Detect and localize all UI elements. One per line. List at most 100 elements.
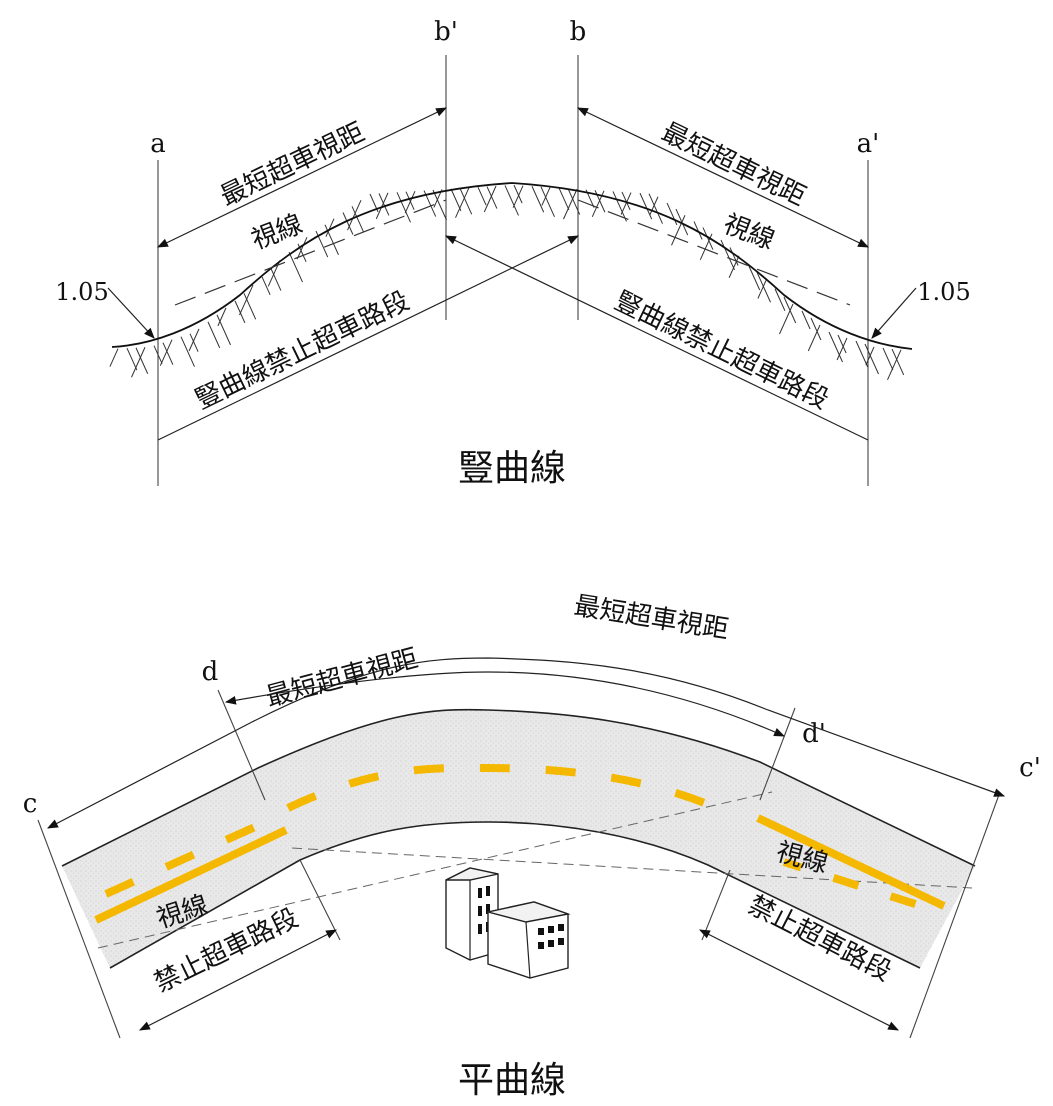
label-b: b [570, 17, 587, 47]
station-line-d-prime [759, 707, 796, 801]
sight-line-left-path-2 [291, 847, 973, 889]
hatch-mark [261, 276, 271, 296]
hatch-mark [836, 337, 848, 361]
sight-distance-arc-inner [224, 671, 786, 737]
hatch-mark [720, 239, 735, 271]
hatch-mark [801, 310, 811, 330]
hatch-mark [216, 314, 231, 346]
hatch-mark [756, 272, 771, 303]
ground-profile [111, 182, 913, 350]
hatch-mark [404, 190, 416, 214]
label-d-prime: d' [802, 719, 826, 749]
sight-distance-label-outer: 最短超車視距 [572, 591, 731, 645]
hatch-mark [828, 331, 843, 363]
hatch-mark [455, 187, 470, 218]
hatch-mark [512, 185, 524, 208]
hatch-mark [531, 186, 545, 213]
hatch-mark [207, 321, 221, 349]
hatch-mark [126, 348, 138, 371]
hatch-mark [342, 212, 354, 235]
hatch-mark [837, 334, 847, 354]
hatch-mark [405, 191, 415, 210]
hatch-mark [541, 187, 551, 206]
sight-distance-arrow-left [157, 107, 447, 248]
hatch-mark [855, 340, 869, 368]
hatch-mark [865, 346, 875, 366]
sight-distance-label-left: 最短超車視距 [216, 117, 370, 212]
station-line-no-pass-left [299, 859, 341, 941]
hatch-mark [243, 293, 257, 320]
hatch-mark [450, 188, 462, 212]
sight-distance-label-inner: 最短超車視距 [263, 644, 421, 713]
hatch-mark [159, 339, 173, 366]
eye-height-leader-right [871, 287, 917, 339]
no-passing-arrow-right-h [699, 929, 899, 1031]
hatch-mark [189, 333, 199, 352]
hatch-mark [648, 193, 663, 224]
eye-height-leader-left [107, 287, 155, 339]
hatch-mark [540, 186, 555, 218]
center-line-dashes [286, 763, 714, 812]
hatch-mark [162, 342, 174, 365]
hatch-mark [728, 255, 740, 278]
hatch-mark [131, 347, 146, 378]
vertical-curve-title: 豎曲線 [458, 448, 566, 489]
sight-distance-arrow-right [577, 107, 869, 248]
hatch-mark [747, 263, 761, 291]
hatch-mark [729, 247, 739, 266]
hatch-mark [217, 307, 227, 327]
hatch-mark [153, 345, 163, 364]
no-passing-line-right [756, 814, 946, 910]
hatch-mark [666, 202, 678, 226]
hatch-mark [807, 324, 821, 352]
hatch-mark [779, 303, 794, 335]
hatch-mark [757, 280, 767, 299]
hatch-mark [887, 349, 902, 381]
station-line-c [37, 819, 121, 1039]
hatch-mark [180, 336, 195, 367]
hatch-mark [477, 186, 487, 206]
center-line-dashes-left [104, 818, 268, 898]
road-surface [62, 709, 975, 968]
ground-hatching [109, 184, 905, 381]
hatch-mark [483, 185, 497, 213]
buildings-illustration [445, 867, 571, 979]
hatch-mark [882, 347, 894, 371]
hatch-mark [486, 186, 498, 209]
label-c-prime: c' [1019, 753, 1041, 783]
horizontal-curve-title: 平曲線 [458, 1060, 566, 1101]
sight-line-right [577, 199, 851, 306]
sight-line-left [174, 199, 447, 306]
hatch-mark [459, 188, 473, 215]
no-passing-arrow-left-h [139, 929, 337, 1031]
station-line-no-pass-right [701, 869, 731, 941]
hatch-mark [563, 188, 578, 220]
hatch-mark [188, 328, 200, 352]
no-passing-arrow-left [157, 235, 579, 441]
hatch-mark [267, 260, 281, 287]
hatch-mark [891, 348, 905, 376]
station-line-c-prime [909, 791, 1001, 1039]
hatch-mark [109, 348, 119, 367]
label-a-prime: a' [857, 129, 880, 159]
no-passing-line-left [94, 826, 288, 924]
hatch-mark [239, 284, 254, 316]
hatch-mark [270, 268, 282, 291]
sight-distance-label-right: 最短超車視距 [657, 117, 811, 212]
hatch-mark [234, 300, 246, 324]
label-b-prime: b' [434, 17, 458, 47]
no-passing-arrow-right [445, 235, 869, 441]
hatch-mark [135, 347, 149, 374]
horizontal-curve-diagram: c c' d d' 最短超車視距 最短超車視距 視線 視線 禁止超車路段 禁止超… [23, 591, 1041, 1101]
label-c: c [23, 789, 38, 819]
hatch-mark [351, 206, 365, 233]
hatch-mark [810, 317, 822, 341]
hatch-mark [864, 343, 879, 375]
eye-height-label-right: 1.05 [917, 278, 970, 306]
hatch-mark [774, 288, 786, 311]
hatch-mark [504, 185, 519, 216]
vertical-curve-diagram: b' b a a' 最短超車視距 最短超車視距 視線 視線 1.05 1.05 … [55, 17, 970, 489]
hatch-mark [513, 184, 523, 204]
eye-height-label-left: 1.05 [55, 278, 108, 306]
